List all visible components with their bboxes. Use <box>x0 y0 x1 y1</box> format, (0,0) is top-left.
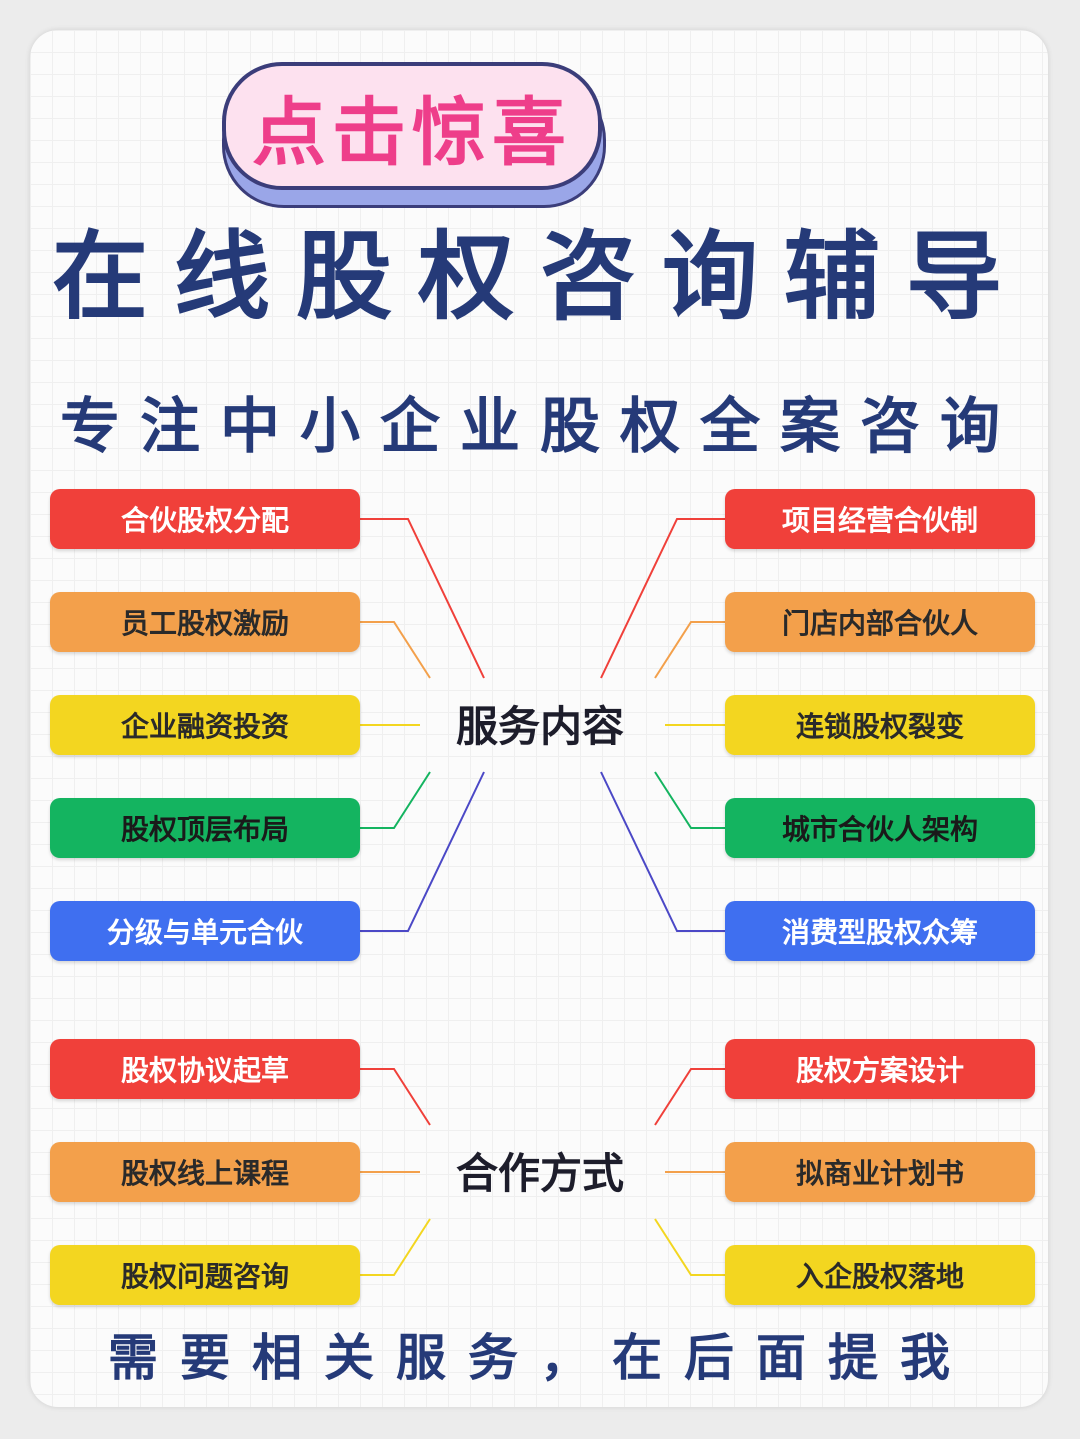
page-subtitle: 专注中小企业股权全案咨询 <box>60 392 1020 462</box>
coop-item-left-1: 股权协议起草 <box>50 1039 360 1099</box>
connector-coop-left-3 <box>360 1218 431 1276</box>
connector-service-left-1 <box>360 518 485 679</box>
connector-service-right-1 <box>600 518 725 679</box>
service-item-right-1: 项目经营合伙制 <box>725 489 1035 549</box>
page-title: 在线股权咨询辅导 <box>52 221 1028 333</box>
service-item-left-5: 分级与单元合伙 <box>50 901 360 961</box>
connector-service-left-5 <box>360 771 485 932</box>
connector-coop-right-1 <box>654 1068 725 1126</box>
surprise-badge-button[interactable]: 点击惊喜 <box>222 62 602 190</box>
connector-service-right-5 <box>600 771 725 932</box>
connector-service-left-4 <box>360 771 431 829</box>
coop-item-left-3: 股权问题咨询 <box>50 1245 360 1305</box>
connector-service-right-4 <box>654 771 725 829</box>
connector-service-right-2 <box>654 621 725 679</box>
service-hub-label: 服务内容 <box>455 702 624 751</box>
coop-hub-label: 合作方式 <box>455 1149 624 1198</box>
service-item-left-4: 股权顶层布局 <box>50 798 360 858</box>
connector-coop-left-1 <box>360 1068 431 1126</box>
coop-item-right-1: 股权方案设计 <box>725 1039 1035 1099</box>
coop-item-left-2: 股权线上课程 <box>50 1142 360 1202</box>
service-item-left-2: 员工股权激励 <box>50 592 360 652</box>
service-item-left-3: 企业融资投资 <box>50 695 360 755</box>
coop-item-right-3: 入企股权落地 <box>725 1245 1035 1305</box>
connector-service-left-2 <box>360 621 431 679</box>
service-item-right-5: 消费型股权众筹 <box>725 901 1035 961</box>
coop-item-right-2: 拟商业计划书 <box>725 1142 1035 1202</box>
connector-coop-right-3 <box>654 1218 725 1276</box>
footer-cta: 需要相关服务，在后面提我 <box>108 1329 972 1387</box>
service-item-right-2: 门店内部合伙人 <box>725 592 1035 652</box>
service-item-left-1: 合伙股权分配 <box>50 489 360 549</box>
service-item-right-4: 城市合伙人架构 <box>725 798 1035 858</box>
service-item-right-3: 连锁股权裂变 <box>725 695 1035 755</box>
